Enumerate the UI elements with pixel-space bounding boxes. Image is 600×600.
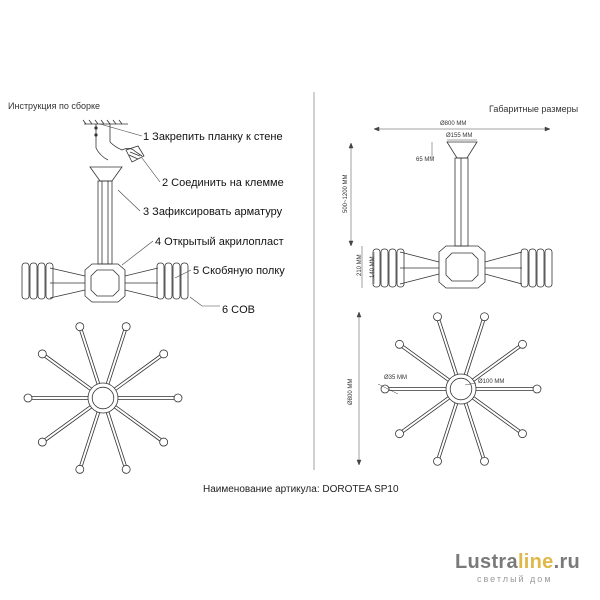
step-6-label: 6 COB <box>222 304 256 316</box>
shades-right <box>372 248 553 288</box>
step-4-label: 4 Открытый акрилопласт <box>155 236 284 248</box>
hub-inner <box>91 386 115 410</box>
bulb-circle <box>518 429 527 439</box>
article-name: Наименование артикула: DOROTEA SP10 <box>203 484 399 495</box>
arm-line <box>472 345 519 380</box>
bulb-circle <box>395 339 404 349</box>
arm-line <box>44 405 91 439</box>
bulb-circle <box>75 464 85 474</box>
bulb-circle <box>75 322 85 332</box>
shades-left <box>21 262 189 300</box>
arm-line <box>463 403 483 459</box>
hub-inner <box>449 377 473 401</box>
bulb-circle <box>173 393 183 403</box>
bulb-circle <box>159 349 169 359</box>
bulb-circle <box>159 437 169 447</box>
bulb-circle <box>532 384 542 394</box>
canopy-height-label: 65 MM <box>416 157 435 163</box>
bulb-circle <box>518 339 527 349</box>
arm-line <box>108 411 127 466</box>
bulb-circle <box>37 349 47 359</box>
canopy-right <box>446 141 478 159</box>
arm-line <box>466 320 485 376</box>
step-5-label: 5 Скобяную полку <box>193 265 285 277</box>
arm-line <box>105 412 124 467</box>
ceiling-mount <box>82 119 145 163</box>
arm-line <box>115 357 162 391</box>
arm-line <box>108 330 127 385</box>
leader-lines <box>99 123 220 307</box>
assembly-header: Инструкция по сборке <box>8 101 101 111</box>
arm-line <box>79 330 98 385</box>
hub-outer <box>445 373 477 405</box>
plan-view-left <box>23 322 183 474</box>
plan-view-right <box>380 312 542 466</box>
width-dim-label: Ø800 MM <box>440 121 467 127</box>
bulb-circle <box>395 429 404 439</box>
hub-outer <box>87 382 119 414</box>
arm-line <box>115 405 162 439</box>
bulb-circle <box>480 312 489 322</box>
step-2-label: 2 Соединить на клемме <box>162 177 284 189</box>
arm-line <box>82 412 101 467</box>
arm-line <box>114 354 160 389</box>
arm-line <box>46 407 92 442</box>
arm-line <box>437 320 456 376</box>
dimension-lines <box>348 126 551 466</box>
arm-line <box>401 396 449 431</box>
canopy-dim-label: Ø155 MM <box>446 133 473 139</box>
arm-line <box>82 329 101 384</box>
arm-line <box>114 407 160 442</box>
bulb-circle <box>433 312 442 322</box>
rod-left <box>97 180 113 265</box>
hub-dim-label: Ø100 MM <box>478 379 505 385</box>
lustraline-logo: Lustraline.ru светлый дом <box>455 551 581 584</box>
arm-line <box>401 347 449 382</box>
bulb-circle <box>380 384 390 394</box>
canopy-left <box>89 166 123 182</box>
arm-line <box>105 329 124 384</box>
arm-line <box>466 402 485 458</box>
body-right <box>399 245 523 289</box>
arm-line <box>463 319 483 375</box>
arm-line <box>403 398 450 433</box>
arm-line <box>437 402 456 458</box>
bulb-circle <box>23 393 33 403</box>
rod-right <box>454 157 469 247</box>
arm-line <box>403 345 450 380</box>
arm-line <box>79 411 98 466</box>
bulb-circle <box>37 437 47 447</box>
bulb-circle <box>121 464 131 474</box>
bulb-circle <box>121 322 131 332</box>
dimensions-header: Габаритные размеры <box>489 104 579 114</box>
step-1-label: 1 Закрепить планку к стене <box>143 131 283 143</box>
bulb-dim-label: Ø35 MM <box>384 375 408 381</box>
arm-line <box>472 398 519 433</box>
step-3-label: 3 Зафиксировать арматуру <box>143 206 283 218</box>
arm-line <box>44 357 91 391</box>
arm-line <box>473 396 521 431</box>
arm-line <box>46 354 92 389</box>
arm-line <box>473 347 521 382</box>
arm-line <box>439 319 459 375</box>
arm-line <box>439 403 459 459</box>
bulb-circle <box>433 456 442 466</box>
body-left <box>49 263 159 303</box>
bulb-circle <box>480 456 489 466</box>
